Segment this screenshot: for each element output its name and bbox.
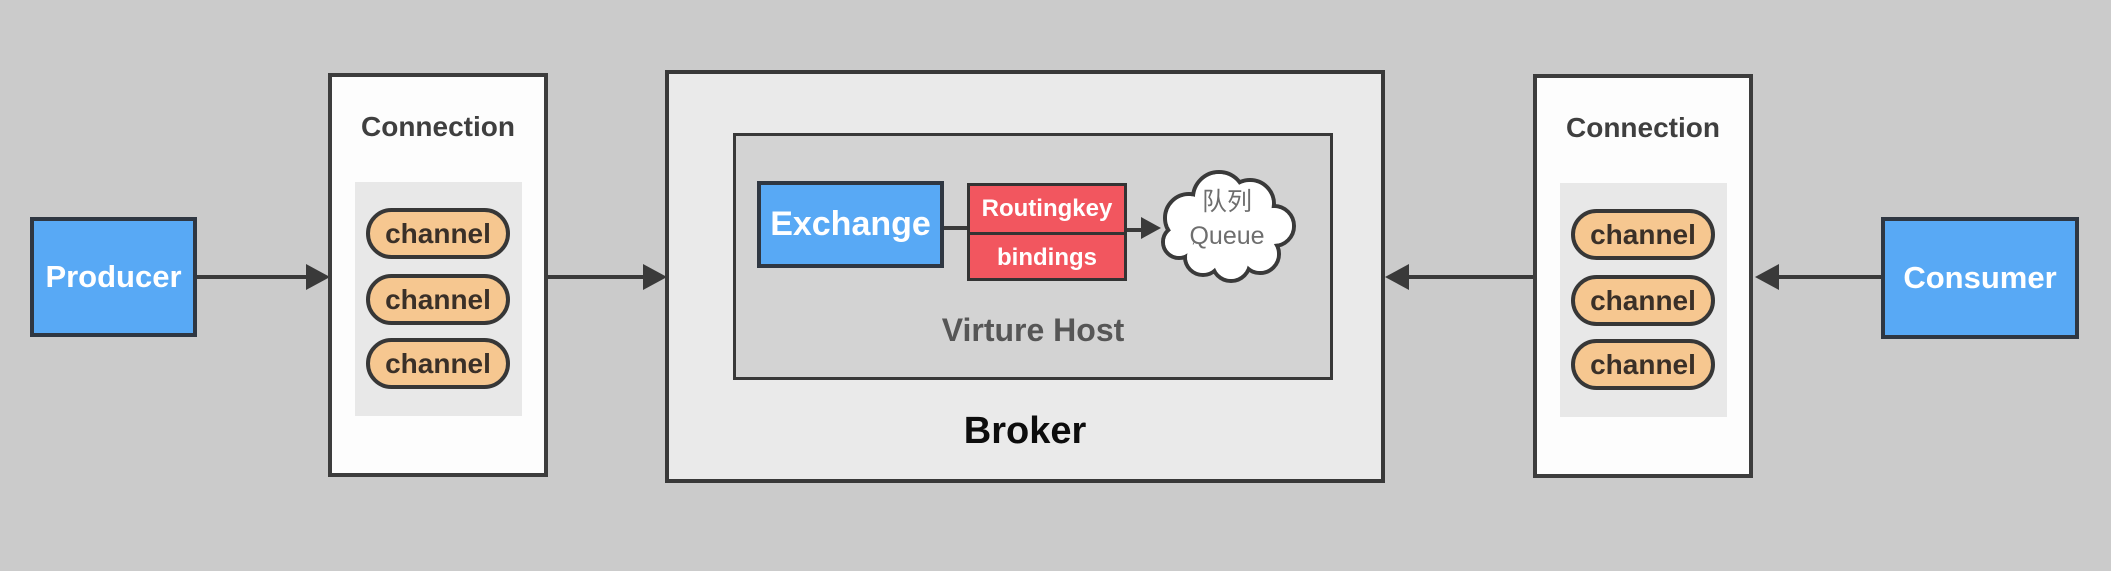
channel-pill: channel — [1571, 209, 1715, 260]
channel-panel-right: channel channel channel — [1560, 183, 1727, 417]
channel-pill: channel — [366, 274, 510, 325]
arrow-line — [1127, 228, 1143, 232]
virtual-host-node: Exchange Routingkey bindings — [733, 133, 1333, 380]
consumer-node: Consumer — [1881, 217, 2079, 339]
consumer-label: Consumer — [1903, 260, 2057, 296]
producer-node: Producer — [30, 217, 197, 337]
arrow-left-icon — [1755, 264, 1779, 290]
queue-label-cn: 队列 — [1201, 188, 1252, 216]
arrow-line — [1407, 275, 1533, 279]
channel-pill: channel — [366, 208, 510, 259]
arrow-right-icon — [306, 264, 330, 290]
channel-pill: channel — [366, 338, 510, 389]
broker-node: Exchange Routingkey bindings — [665, 70, 1385, 483]
connection-left-node: Connection channel channel channel — [328, 73, 548, 477]
channel-panel-left: channel channel channel — [355, 182, 522, 416]
arrow-line — [197, 275, 308, 279]
routing-node: Routingkey bindings — [967, 183, 1127, 281]
channel-pill: channel — [1571, 275, 1715, 326]
connection-left-title: Connection — [361, 111, 515, 142]
arrow-right-icon — [1141, 217, 1161, 239]
connection-right-title: Connection — [1566, 112, 1720, 143]
virtual-host-label: Virture Host — [941, 312, 1125, 348]
arrow-left-icon — [1385, 264, 1409, 290]
bindings-label: bindings — [997, 244, 1097, 271]
producer-label: Producer — [45, 259, 182, 295]
arrow-right-icon — [643, 264, 667, 290]
exchange-node: Exchange — [757, 181, 944, 268]
queue-label-en: Queue — [1189, 221, 1265, 250]
connector-line — [944, 226, 970, 230]
connection-right-node: Connection channel channel channel — [1533, 74, 1753, 478]
channel-pill: channel — [1571, 339, 1715, 390]
queue-label: 队列 Queue — [1147, 186, 1307, 254]
queue-cloud-icon — [1161, 170, 1296, 283]
routing-divider — [970, 232, 1124, 235]
arrow-line — [1777, 275, 1881, 279]
broker-label: Broker — [963, 410, 1087, 452]
exchange-label: Exchange — [770, 205, 931, 243]
arrow-line — [548, 275, 645, 279]
routingkey-label: Routingkey — [981, 195, 1113, 222]
